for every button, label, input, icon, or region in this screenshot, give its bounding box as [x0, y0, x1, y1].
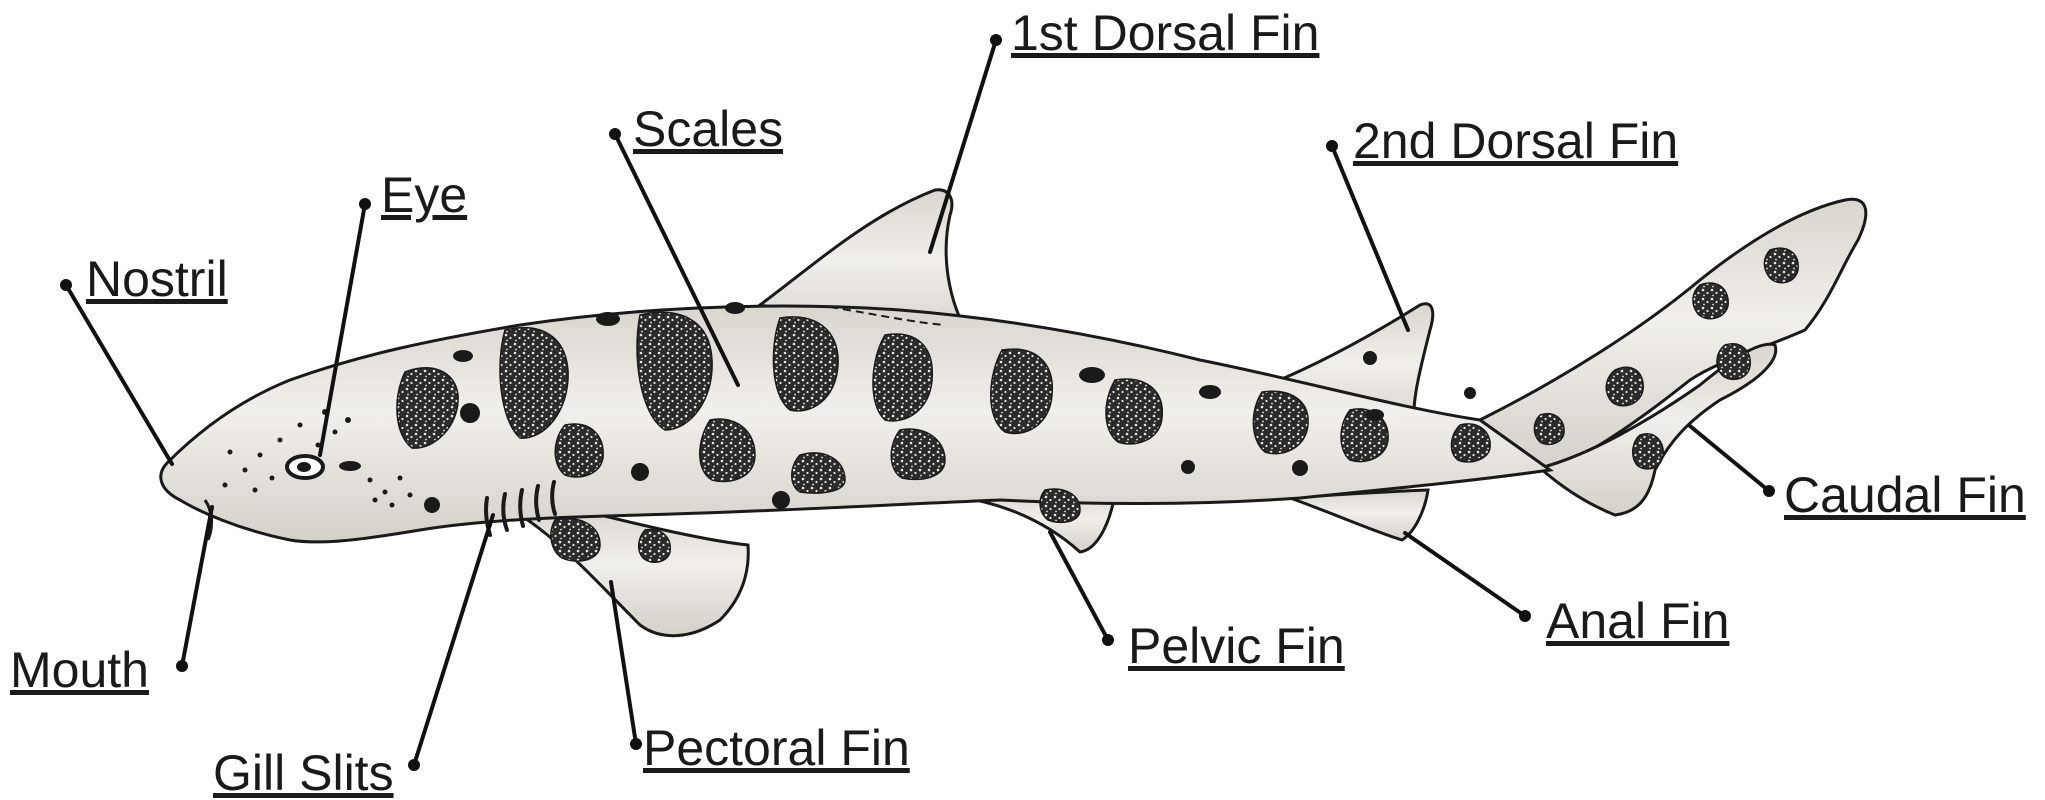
label-eye: Eye	[381, 167, 467, 223]
leader-gill-slits	[414, 515, 493, 765]
label-first-dorsal-fin: 1st Dorsal Fin	[1011, 5, 1319, 61]
label-pectoral-fin: Pectoral Fin	[643, 720, 910, 776]
leader-anal-fin	[1405, 533, 1525, 616]
label-scales: Scales	[633, 101, 783, 157]
label-anal-fin: Anal Fin	[1546, 593, 1729, 649]
label-caudal-fin: Caudal Fin	[1784, 467, 2026, 523]
leader-nostril	[66, 285, 172, 464]
label-gill-slits: Gill Slits	[213, 745, 394, 800]
label-pelvic-fin: Pelvic Fin	[1128, 618, 1345, 674]
spiracle-mark	[339, 461, 361, 471]
leader-first-dorsal-fin	[930, 40, 996, 252]
label-nostril: Nostril	[86, 251, 228, 307]
eye-pupil	[297, 462, 311, 472]
leader-mouth	[182, 507, 212, 666]
leader-caudal-fin	[1690, 426, 1769, 491]
label-second-dorsal-fin: 2nd Dorsal Fin	[1353, 113, 1678, 169]
shark-illustration	[161, 190, 1866, 636]
leader-second-dorsal-fin	[1332, 146, 1408, 330]
label-mouth: Mouth	[10, 642, 149, 698]
